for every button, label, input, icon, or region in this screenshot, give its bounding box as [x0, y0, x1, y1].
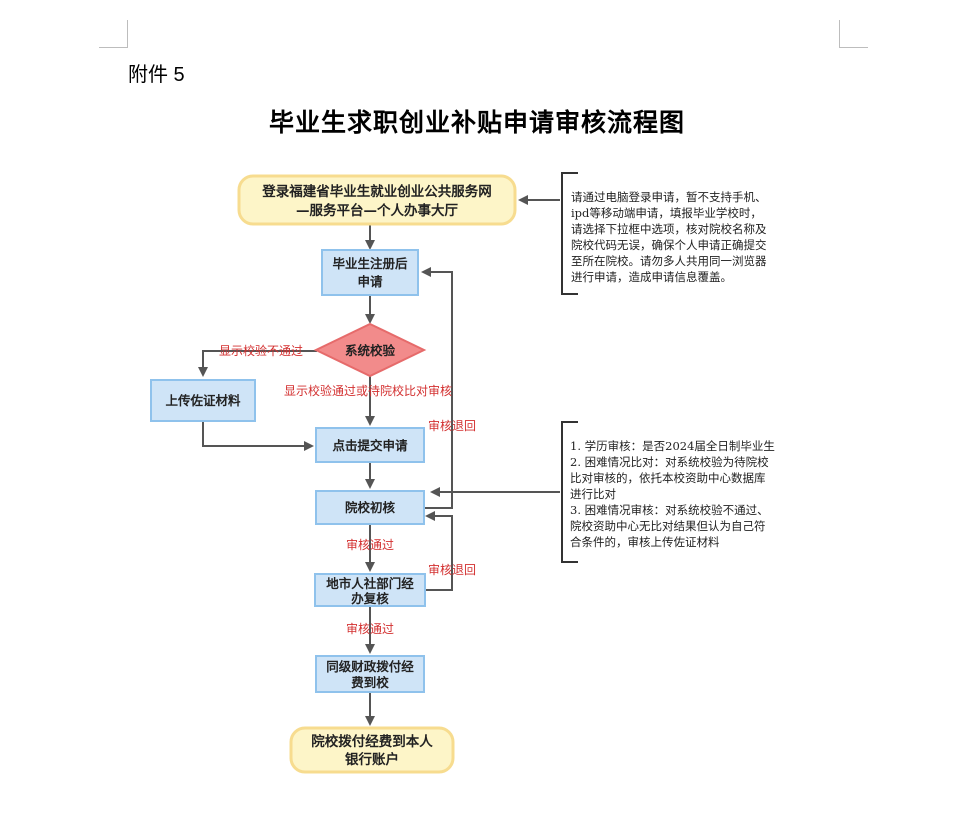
- note-middle-bracket: [561, 421, 578, 563]
- note-top-line-5: 至所在院校。请勿多人共用同一浏览器: [571, 254, 767, 268]
- label-return-to-register: 审核退回: [428, 418, 476, 433]
- finance-line-1: 同级财政拨付经: [326, 659, 414, 674]
- label-pass-1: 审核通过: [346, 537, 394, 552]
- end-node: 院校拨付经费到本人 银行账户: [289, 726, 455, 774]
- upload-node: 上传佐证材料: [150, 379, 256, 422]
- label-check-pass: 显示校验通过或待院校比对审核: [284, 383, 452, 398]
- edge-upload-to-submit: [202, 421, 314, 451]
- note-middle-line-7: 合条件的，审核上传佐证材料: [570, 535, 720, 549]
- edge-check-fail-to-upload: [198, 350, 317, 377]
- note-top-line-3: 请选择下拉框中选项，核对院校名称及: [571, 222, 767, 236]
- note-middle-line-3: 比对审核的，依托本校资助中心数据库: [570, 471, 766, 485]
- register-node: 毕业生注册后 申请: [321, 249, 419, 296]
- upload-node-label: 上传佐证材料: [165, 393, 241, 408]
- submit-node-label: 点击提交申请: [332, 438, 408, 453]
- note-top: 请通过电脑登录申请，暂不支持手机、 ipd等移动端申请，填报毕业学校时， 请选择…: [561, 172, 767, 295]
- end-node-line-1: 院校拨付经费到本人: [311, 733, 433, 750]
- crop-mark-top-right: [839, 20, 840, 48]
- school-review-node: 院校初核: [315, 490, 425, 525]
- note-middle-line-5: 3. 困难情况审核：对系统校验不通过、: [570, 503, 769, 517]
- edges: [198, 195, 560, 726]
- label-check-fail: 显示校验不通过: [219, 343, 303, 358]
- city-review-line-2: 办复核: [351, 591, 389, 606]
- crop-mark-top-right: [839, 47, 868, 48]
- attachment-label: 附件 5: [128, 64, 185, 86]
- start-node-line-1: 登录福建省毕业生就业创业公共服务网: [261, 183, 492, 200]
- finance-node: 同级财政拨付经 费到校: [315, 655, 425, 693]
- crop-mark-top-left: [99, 47, 128, 48]
- note-top-line-6: 进行申请，造成申请信息覆盖。: [571, 270, 732, 284]
- start-node-line-2: —服务平台—个人办事大厅: [296, 202, 458, 219]
- note-top-line-1: 请通过电脑登录申请，暂不支持手机、: [571, 190, 767, 204]
- city-review-node: 地市人社部门经 办复核: [314, 573, 426, 607]
- end-node-line-2: 银行账户: [345, 751, 399, 768]
- start-node: 登录福建省毕业生就业创业公共服务网 —服务平台—个人办事大厅: [237, 174, 517, 226]
- system-check-label: 系统校验: [345, 343, 396, 358]
- page-title: 毕业生求职创业补贴申请审核流程图: [268, 108, 685, 137]
- city-review-line-1: 地市人社部门经: [326, 576, 414, 591]
- register-node-line-1: 毕业生注册后: [332, 256, 408, 271]
- label-return-to-school: 审核退回: [428, 562, 476, 577]
- label-pass-2: 审核通过: [346, 621, 394, 636]
- school-review-label: 院校初核: [345, 500, 396, 515]
- note-middle-line-1: 1. 学历审核：是否2024届全日制毕业生: [570, 439, 775, 453]
- note-top-line-2: ipd等移动端申请，填报毕业学校时，: [571, 206, 762, 220]
- note-middle-line-4: 进行比对: [570, 487, 616, 501]
- note-middle-line-2: 2. 困难情况比对：对系统校验为待院校: [570, 455, 769, 469]
- system-check-node: 系统校验: [313, 322, 427, 378]
- finance-line-2: 费到校: [351, 675, 389, 690]
- edge-school-return-to-register: [421, 267, 453, 509]
- submit-node: 点击提交申请: [315, 427, 425, 463]
- note-top-bracket: [561, 172, 578, 295]
- note-middle-line-6: 院校资助中心无比对结果但认为自己符: [570, 519, 766, 533]
- edge-labels: 显示校验不通过 显示校验通过或待院校比对审核 审核退回 审核通过 审核退回 审核…: [219, 343, 476, 636]
- register-node-line-2: 申请: [357, 274, 383, 289]
- note-middle: 1. 学历审核：是否2024届全日制毕业生 2. 困难情况比对：对系统校验为待院…: [561, 421, 775, 563]
- note-top-line-4: 院校代码无误，确保个人申请正确提交: [571, 238, 767, 252]
- edge-city-return-to-school: [425, 511, 453, 591]
- crop-mark-top-left: [127, 20, 128, 48]
